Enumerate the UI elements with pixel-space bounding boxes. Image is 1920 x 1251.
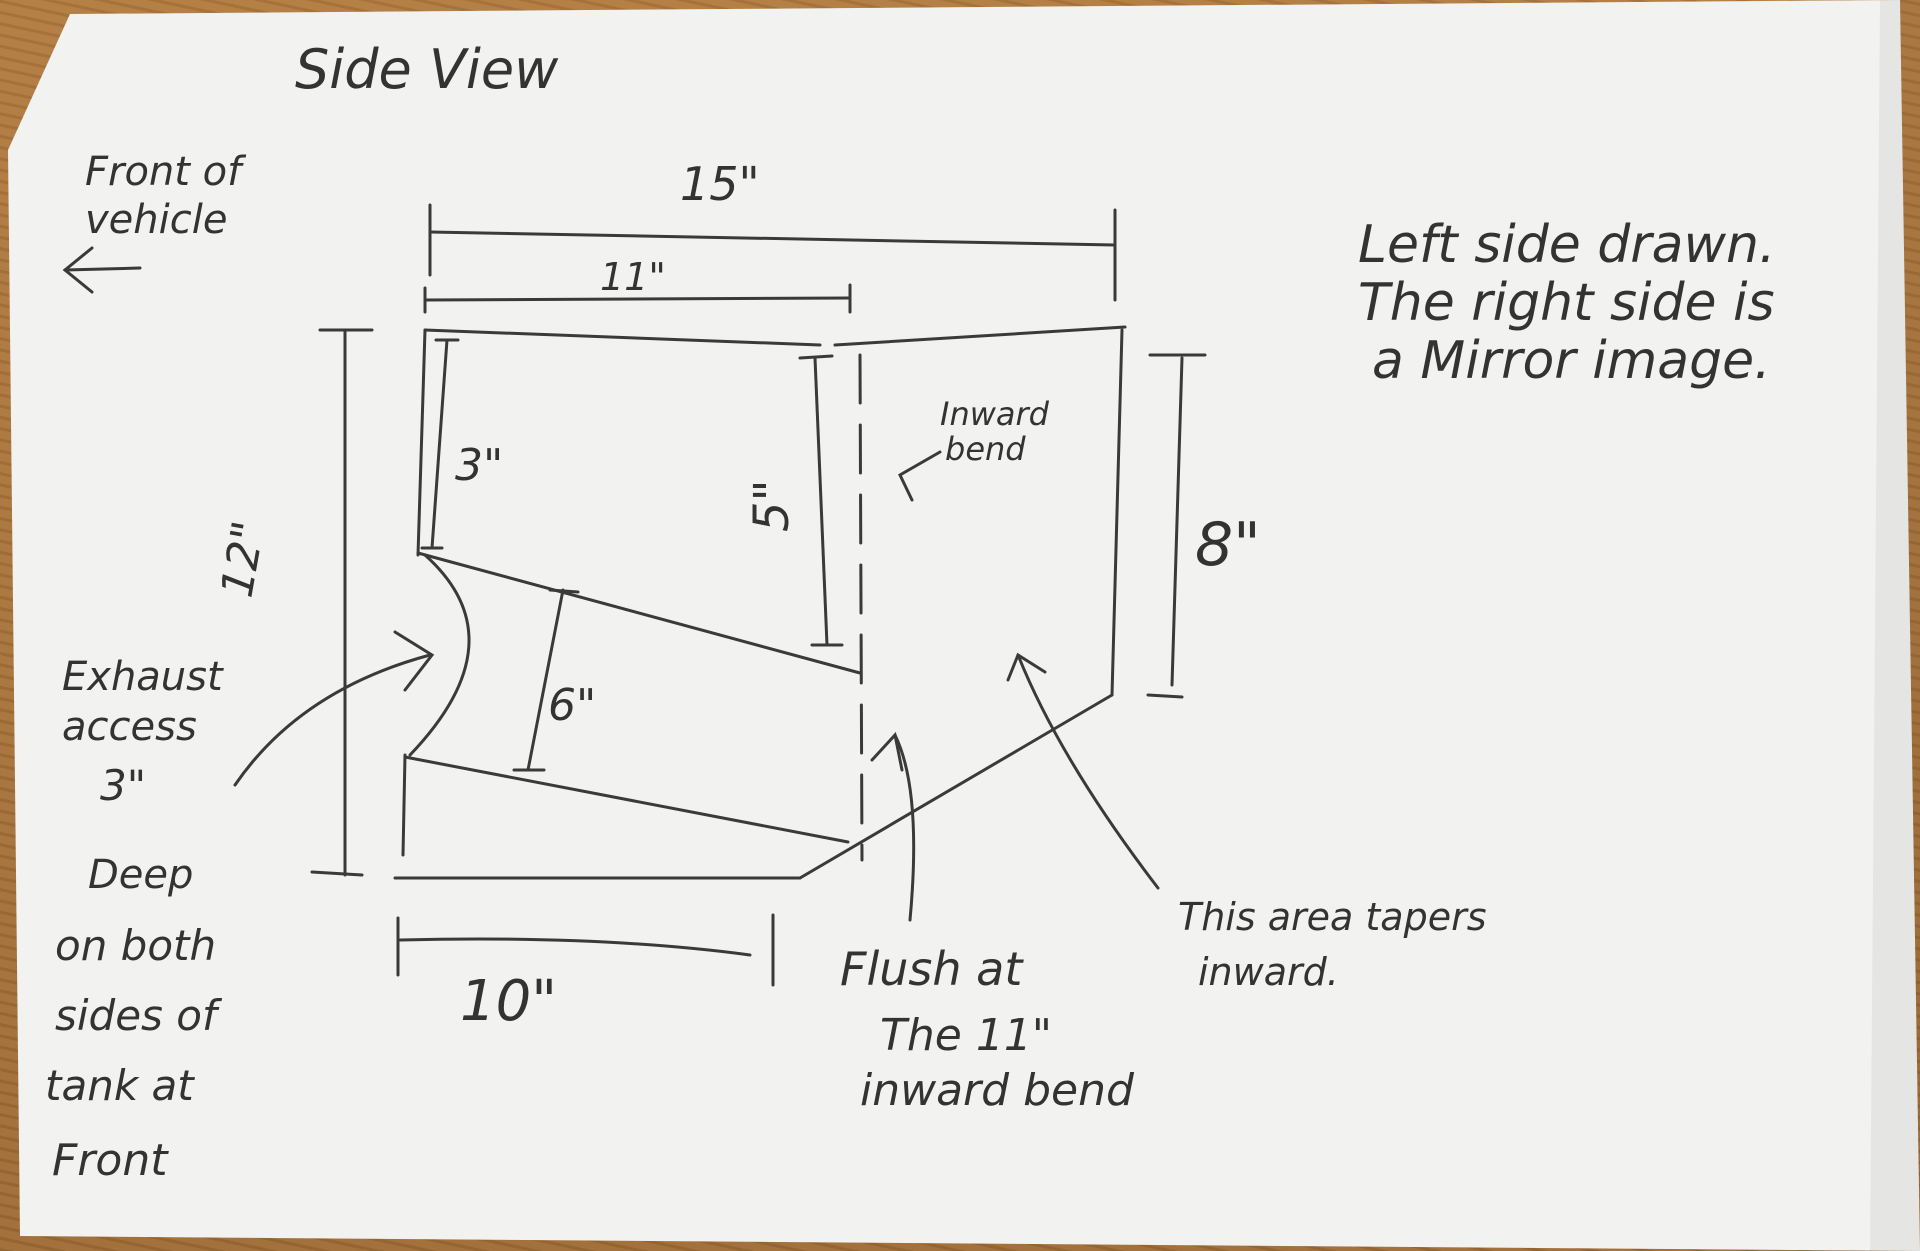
dim-10-line <box>398 937 752 957</box>
inward-bend-line <box>858 353 864 862</box>
dim-11-label: 11" <box>600 255 666 299</box>
flush-label-3: inward bend <box>860 1065 1135 1116</box>
title-side-view: Side View <box>295 38 559 101</box>
inward-bend-label-2: bend <box>945 430 1026 468</box>
dim-8-label: 8" <box>1195 510 1261 580</box>
front-label-line-1: Front of <box>85 149 247 195</box>
inward-bend-arrow <box>898 450 942 502</box>
exhaust-label-6: sides of <box>55 991 223 1040</box>
dim-10-label: 10" <box>460 969 557 1034</box>
exhaust-label-5: on both <box>55 921 216 970</box>
front-arrow-head <box>62 246 94 294</box>
dim-6-label: 6" <box>548 680 596 731</box>
exhaust-curve <box>408 553 471 757</box>
front-arrow-line <box>63 266 142 272</box>
dim-8-line <box>1170 356 1184 687</box>
outline-top-right <box>833 325 1127 347</box>
exhaust-label-1: Exhaust <box>62 654 224 700</box>
dim-11-line <box>423 296 852 302</box>
exhaust-arrow-head <box>393 630 435 692</box>
flush-label-1: Flush at <box>840 942 1024 996</box>
taper-label-1: This area tapers <box>1178 895 1487 939</box>
front-label-line-2: vehicle <box>85 197 227 243</box>
note-right-line-2: The right side is <box>1358 273 1775 333</box>
dim-8-tick-bottom <box>1146 693 1184 699</box>
dim-6-line <box>526 588 565 772</box>
exhaust-bottom-line <box>403 755 850 844</box>
paper-shadow <box>1870 0 1920 1251</box>
outline-right <box>1110 328 1124 697</box>
dim-5-label: 5" <box>744 479 800 532</box>
note-right-line-1: Left side drawn. <box>1358 215 1776 275</box>
exhaust-label-8: Front <box>52 1135 169 1186</box>
dim-15-label: 15" <box>680 157 760 211</box>
dim-3-label: 3" <box>455 440 503 491</box>
exhaust-label-2: access <box>62 704 197 750</box>
exhaust-label-4: Deep <box>88 852 193 898</box>
inward-bend-label-1: Inward <box>940 395 1050 433</box>
outline-top-left <box>423 328 822 347</box>
dim-12-tick-bottom <box>310 870 364 877</box>
flush-arrow <box>893 733 916 922</box>
dim-15-line <box>428 230 1117 247</box>
outline-left-upper <box>416 328 427 557</box>
dim-3-line <box>430 338 449 550</box>
dim-5-line <box>813 356 829 647</box>
exhaust-label-3: 3" <box>100 761 146 810</box>
exhaust-arrow <box>233 653 432 787</box>
flush-label-2: The 11" <box>880 1010 1052 1061</box>
taper-arrow <box>1016 653 1160 890</box>
paper-background <box>8 0 1920 1251</box>
note-right-line-3: a Mirror image. <box>1372 331 1771 391</box>
taper-arrow-head <box>1006 652 1047 682</box>
dim-6-tick-top <box>548 588 580 594</box>
exhaust-top-line <box>416 551 862 675</box>
taper-label-2: inward. <box>1198 950 1339 994</box>
flush-arrow-head <box>870 731 904 772</box>
outline-left-lower <box>401 753 407 857</box>
exhaust-label-7: tank at <box>45 1061 195 1110</box>
outline-bottom-taper <box>798 693 1114 880</box>
dim-5-tick-top <box>798 354 834 360</box>
sketch-lines <box>62 203 1207 987</box>
